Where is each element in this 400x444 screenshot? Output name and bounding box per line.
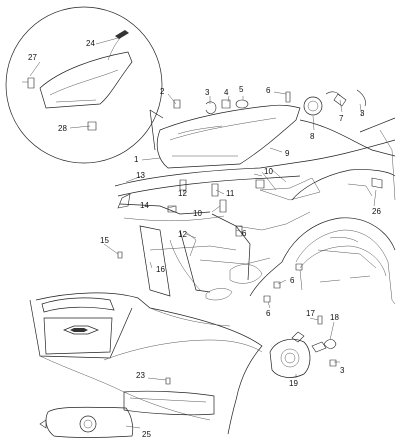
callout-4: 4 xyxy=(224,88,229,97)
fog-lamp xyxy=(269,315,337,378)
lower-insert xyxy=(39,406,134,438)
callout-13: 13 xyxy=(136,171,145,180)
callout-27: 27 xyxy=(28,53,37,62)
callout-7: 7 xyxy=(339,114,344,123)
radiator-support xyxy=(114,139,396,301)
bumper-fascia xyxy=(29,292,263,435)
fender xyxy=(249,117,396,305)
callout-24: 25 xyxy=(142,430,151,439)
callout-25: 26 xyxy=(372,207,381,216)
callout-labels: 24 27 28 2 3 4 5 6 8 7 3 1 9 13 10 11 12… xyxy=(28,39,381,439)
callout-3-top: 3 xyxy=(205,88,210,97)
callout-9: 9 xyxy=(285,149,290,158)
grille xyxy=(41,297,115,355)
callout-18: 18 xyxy=(330,313,339,322)
callout-10-right: 10 xyxy=(264,167,273,176)
leader-lines xyxy=(29,37,377,429)
callout-19: 19 xyxy=(289,379,298,388)
callout-28: 28 xyxy=(58,124,67,133)
callout-12-mid: 12 xyxy=(178,230,187,239)
callout-6-mid: 6 xyxy=(242,229,247,238)
callout-5: 5 xyxy=(239,85,244,94)
callout-11: 11 xyxy=(226,189,235,198)
callout-23: 23 xyxy=(136,371,145,380)
fasteners xyxy=(117,251,303,385)
callout-3-low: 3 xyxy=(340,366,345,375)
callout-17: 17 xyxy=(306,309,315,318)
headlamp-assembly xyxy=(156,89,366,169)
detail-circle xyxy=(5,6,164,164)
callout-15: 15 xyxy=(100,236,109,245)
callout-14: 14 xyxy=(140,201,149,210)
callout-3-right: 3 xyxy=(360,109,365,118)
callout-6-top: 6 xyxy=(266,86,271,95)
callout-1: 1 xyxy=(134,155,139,164)
callout-6-right: 6 xyxy=(290,276,295,285)
callout-6-low: 6 xyxy=(266,309,271,318)
callout-8: 8 xyxy=(310,132,315,141)
callout-10-mid: 10 xyxy=(193,209,202,218)
callout-12-top: 12 xyxy=(178,189,187,198)
callout-26: 24 xyxy=(86,39,95,48)
callout-2: 2 xyxy=(160,87,165,96)
callout-16: 16 xyxy=(156,265,165,274)
top-hardware xyxy=(173,91,291,114)
